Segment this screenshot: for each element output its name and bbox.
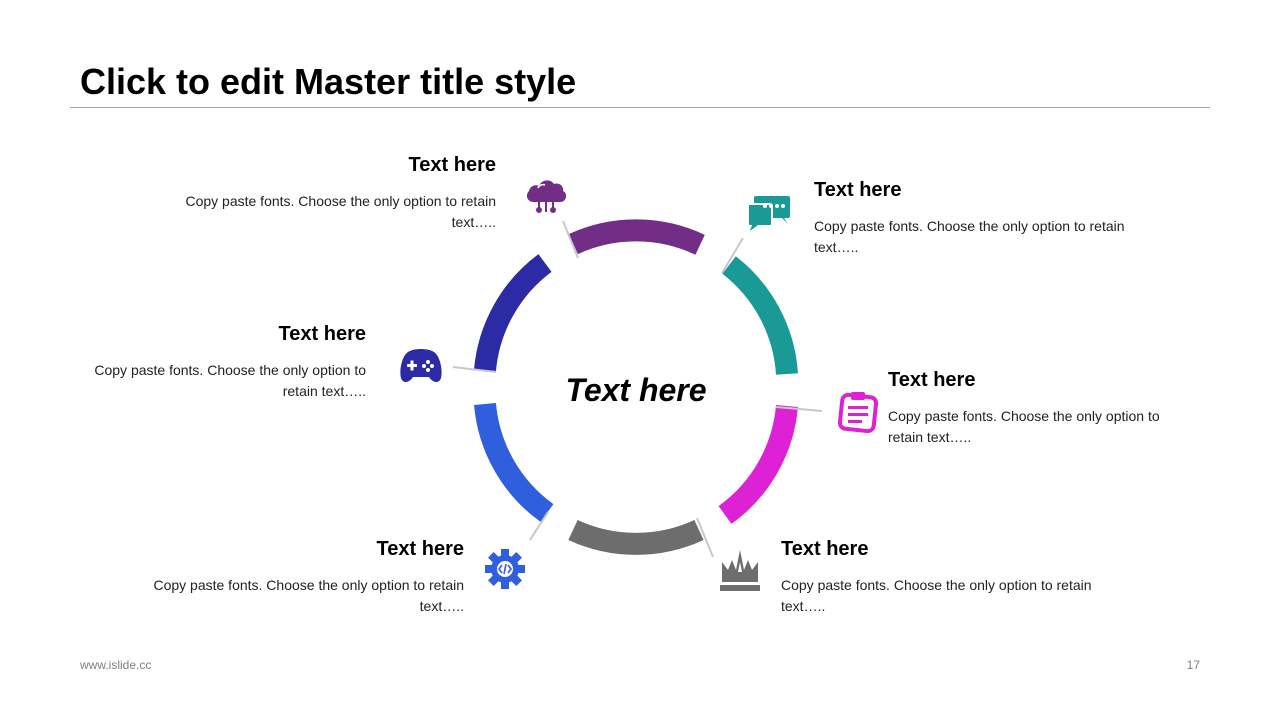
connector-lines — [452, 220, 823, 558]
item-top-right: Text here Copy paste fonts. Choose the o… — [814, 178, 1154, 258]
item-body[interactable]: Copy paste fonts. Choose the only option… — [888, 408, 1160, 445]
item-body[interactable]: Copy paste fonts. Choose the only option… — [185, 193, 496, 230]
crown-icon — [720, 550, 760, 591]
ring-segment-top-left[interactable] — [474, 254, 552, 372]
item-body[interactable]: Copy paste fonts. Choose the only option… — [94, 362, 366, 399]
item-heading[interactable]: Text here — [814, 179, 902, 201]
center-label[interactable]: Text here — [565, 372, 707, 408]
item-heading[interactable]: Text here — [888, 369, 976, 391]
item-body[interactable]: Copy paste fonts. Choose the only option… — [814, 218, 1125, 255]
item-heading[interactable]: Text here — [781, 538, 869, 560]
item-top: Text here Copy paste fonts. Choose the o… — [156, 153, 496, 233]
page-number: 17 — [1186, 658, 1200, 672]
gamepad-icon — [400, 349, 442, 383]
ring-segment-bottom[interactable] — [568, 519, 704, 555]
item-heading[interactable]: Text here — [376, 538, 464, 560]
clipboard-icon — [837, 392, 879, 434]
ring-segment-top[interactable] — [568, 219, 705, 255]
item-bottom-right: Text here Copy paste fonts. Choose the o… — [781, 537, 1121, 617]
item-heading[interactable]: Text here — [278, 323, 366, 345]
slide-title[interactable]: Click to edit Master title style — [80, 61, 577, 102]
item-body[interactable]: Copy paste fonts. Choose the only option… — [153, 577, 464, 614]
item-body[interactable]: Copy paste fonts. Choose the only option… — [781, 577, 1092, 614]
ring-segment-bottom-right[interactable] — [718, 404, 798, 524]
title-divider — [70, 107, 1210, 108]
item-left: Text here Copy paste fonts. Choose the o… — [66, 322, 366, 402]
item-bottom-left: Text here Copy paste fonts. Choose the o… — [124, 537, 464, 617]
cloud-computing-icon — [526, 180, 567, 213]
code-gear-icon — [485, 549, 525, 589]
footer-website[interactable]: www.islide.cc — [80, 658, 152, 672]
ring-segment-top-right[interactable] — [722, 256, 798, 375]
item-right: Text here Copy paste fonts. Choose the o… — [888, 368, 1188, 448]
ring-segment-bottom-left[interactable] — [474, 402, 554, 522]
item-heading[interactable]: Text here — [408, 154, 496, 176]
chat-bubble-icon — [747, 196, 790, 231]
